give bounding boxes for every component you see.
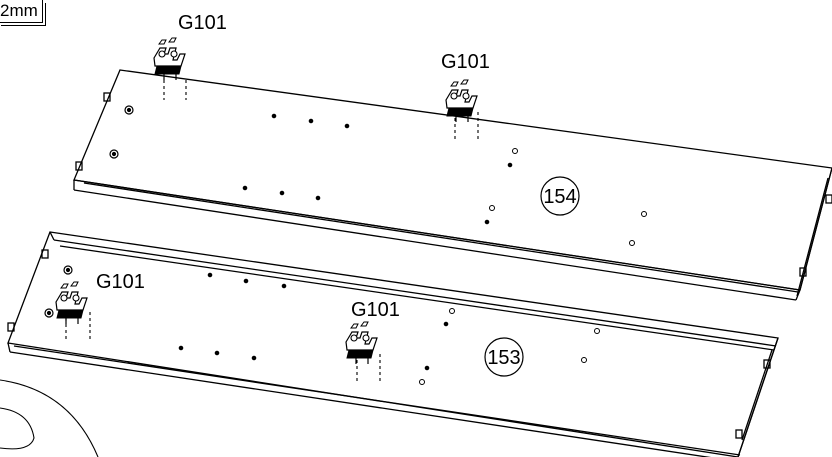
panel-154-holes [109, 105, 647, 246]
hardware-label-4: G101 [351, 299, 400, 321]
hardware-g101-3 [55, 281, 91, 342]
part-callout-153: 153 [484, 337, 524, 377]
scale-label: 2mm [0, 0, 43, 23]
hardware-label-3: G101 [96, 271, 145, 293]
panel-153-holes [44, 265, 600, 385]
hardware-g101-2 [445, 79, 479, 142]
part-number-154: 154 [543, 186, 576, 208]
panel-154 [73, 69, 832, 301]
panel-153 [7, 231, 779, 457]
hardware-label-1: G101 [178, 12, 227, 34]
hardware-g101-4 [345, 321, 381, 384]
part-number-153: 153 [487, 347, 520, 369]
hardware-label-2: G101 [441, 51, 490, 73]
detail-view-outline [0, 379, 99, 457]
part-callout-154: 154 [540, 176, 580, 216]
